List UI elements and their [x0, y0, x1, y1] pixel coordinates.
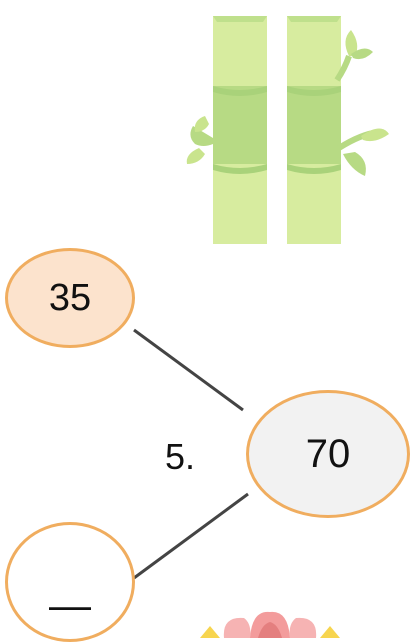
bamboo-icon	[186, 16, 389, 244]
lotus-flower-icon	[200, 611, 340, 638]
bubble-part-bottom[interactable]: —	[5, 522, 135, 642]
bubble-whole-value: 70	[305, 431, 351, 476]
bubble-part-top: 35	[5, 248, 135, 348]
bamboo-stalk-left	[186, 16, 267, 244]
bubble-part-bottom-blank: —	[49, 581, 91, 628]
bubble-part-top-value: 35	[48, 276, 92, 319]
bubble-whole: 70	[246, 390, 410, 518]
bamboo-stalk-right	[287, 16, 389, 244]
connector-line-bottom	[133, 492, 249, 580]
question-number: 5.	[165, 436, 196, 477]
connector-line-top	[133, 328, 244, 412]
